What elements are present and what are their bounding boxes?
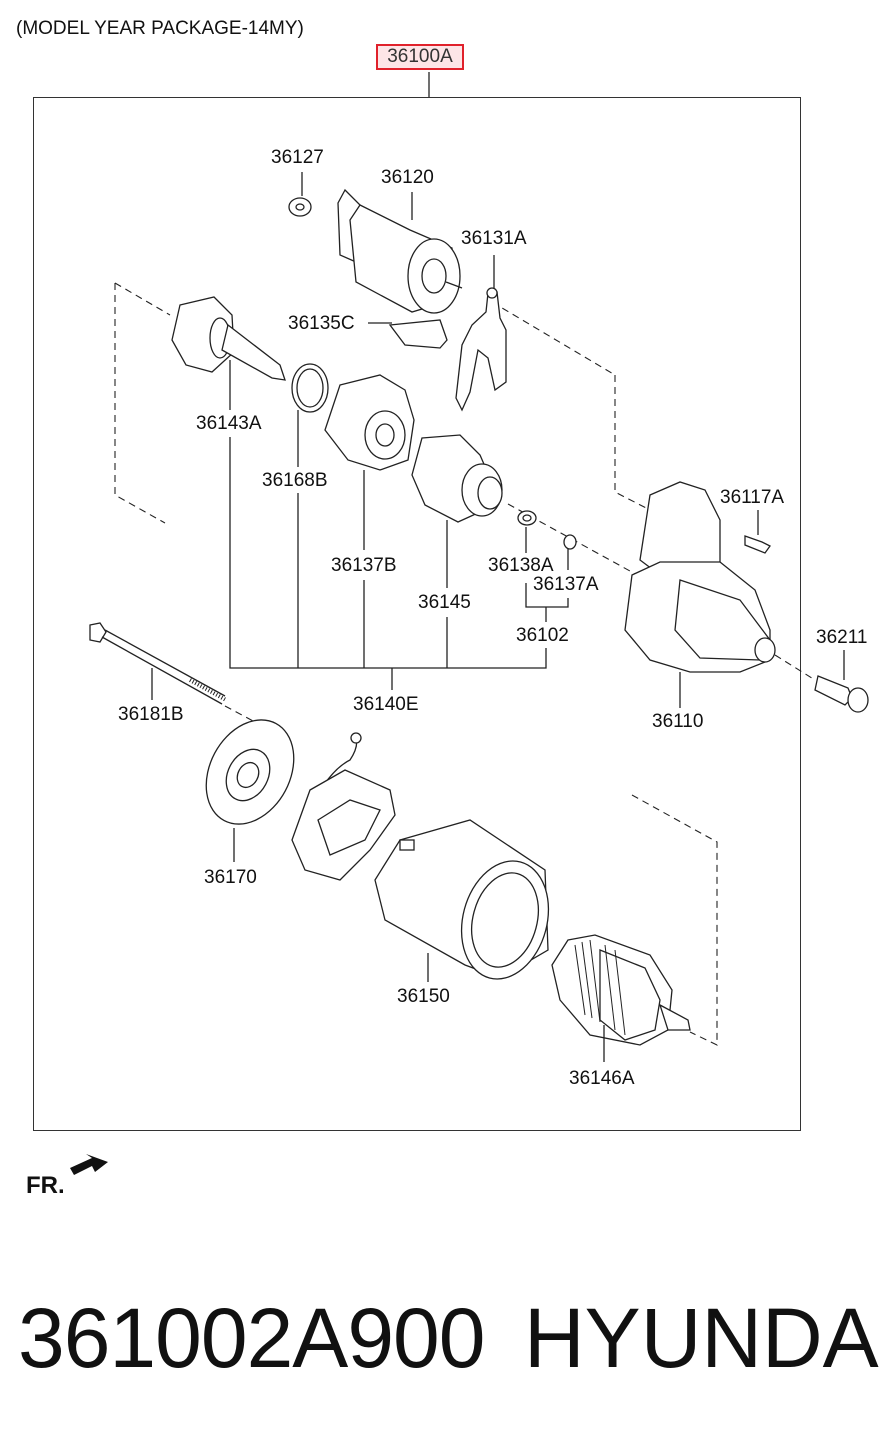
plate-36135C <box>388 319 448 349</box>
nut-36127 <box>288 197 312 217</box>
assembly-part-label-highlighted[interactable]: 36100A <box>376 44 464 70</box>
part-label-36117A[interactable]: 36117A <box>720 487 785 508</box>
front-housing-36110 <box>624 481 776 673</box>
armature-36146A <box>551 934 691 1046</box>
front-arrow-icon <box>70 1154 108 1175</box>
bolt-36117A <box>744 535 771 554</box>
part-label-36170[interactable]: 36170 <box>204 867 257 888</box>
diagram-header: (MODEL YEAR PACKAGE-14MY) <box>16 18 304 39</box>
brush-holder <box>291 732 396 881</box>
part-label-36138A[interactable]: 36138A <box>488 555 554 576</box>
yoke-36150 <box>374 819 550 980</box>
clutch-pinion-36145 <box>411 434 503 523</box>
part-label-36137B[interactable]: 36137B <box>331 555 397 576</box>
part-label-36181B[interactable]: 36181B <box>118 704 184 725</box>
solenoid-36120 <box>337 188 463 314</box>
part-label-36110[interactable]: 36110 <box>652 711 704 732</box>
part-label-36143A[interactable]: 36143A <box>196 413 262 434</box>
bolt-36211 <box>814 675 869 713</box>
end-plate-36170 <box>205 719 295 825</box>
through-bolt-36181B <box>89 622 227 705</box>
gear-housing-36137B <box>324 374 415 471</box>
part-number: 361002A900 <box>18 1291 485 1385</box>
part-label-36120[interactable]: 36120 <box>381 167 434 188</box>
drive-shaft-36143A <box>171 296 286 381</box>
shift-lever-36131A <box>455 287 507 412</box>
diagram-frame <box>33 97 801 1131</box>
front-direction-label: FR. <box>26 1172 65 1199</box>
part-label-36127[interactable]: 36127 <box>271 147 324 168</box>
part-label-36137A[interactable]: 36137A <box>533 574 599 595</box>
part-label-36168B[interactable]: 36168B <box>262 470 328 491</box>
washer-36138A <box>517 510 537 526</box>
snap-ring-36137A <box>563 534 577 550</box>
part-label-36140E[interactable]: 36140E <box>353 694 419 715</box>
part-label-36131A[interactable]: 36131A <box>461 228 527 249</box>
part-label-36146A[interactable]: 36146A <box>569 1068 635 1089</box>
brand-name: HYUNDAI <box>524 1291 886 1385</box>
part-label-36102[interactable]: 36102 <box>516 625 569 646</box>
part-label-36150[interactable]: 36150 <box>397 986 450 1007</box>
o-ring-36168B <box>291 363 329 413</box>
part-label-36135C[interactable]: 36135C <box>288 313 355 334</box>
part-label-36211[interactable]: 36211 <box>816 627 868 648</box>
part-label-36145[interactable]: 36145 <box>418 592 471 613</box>
